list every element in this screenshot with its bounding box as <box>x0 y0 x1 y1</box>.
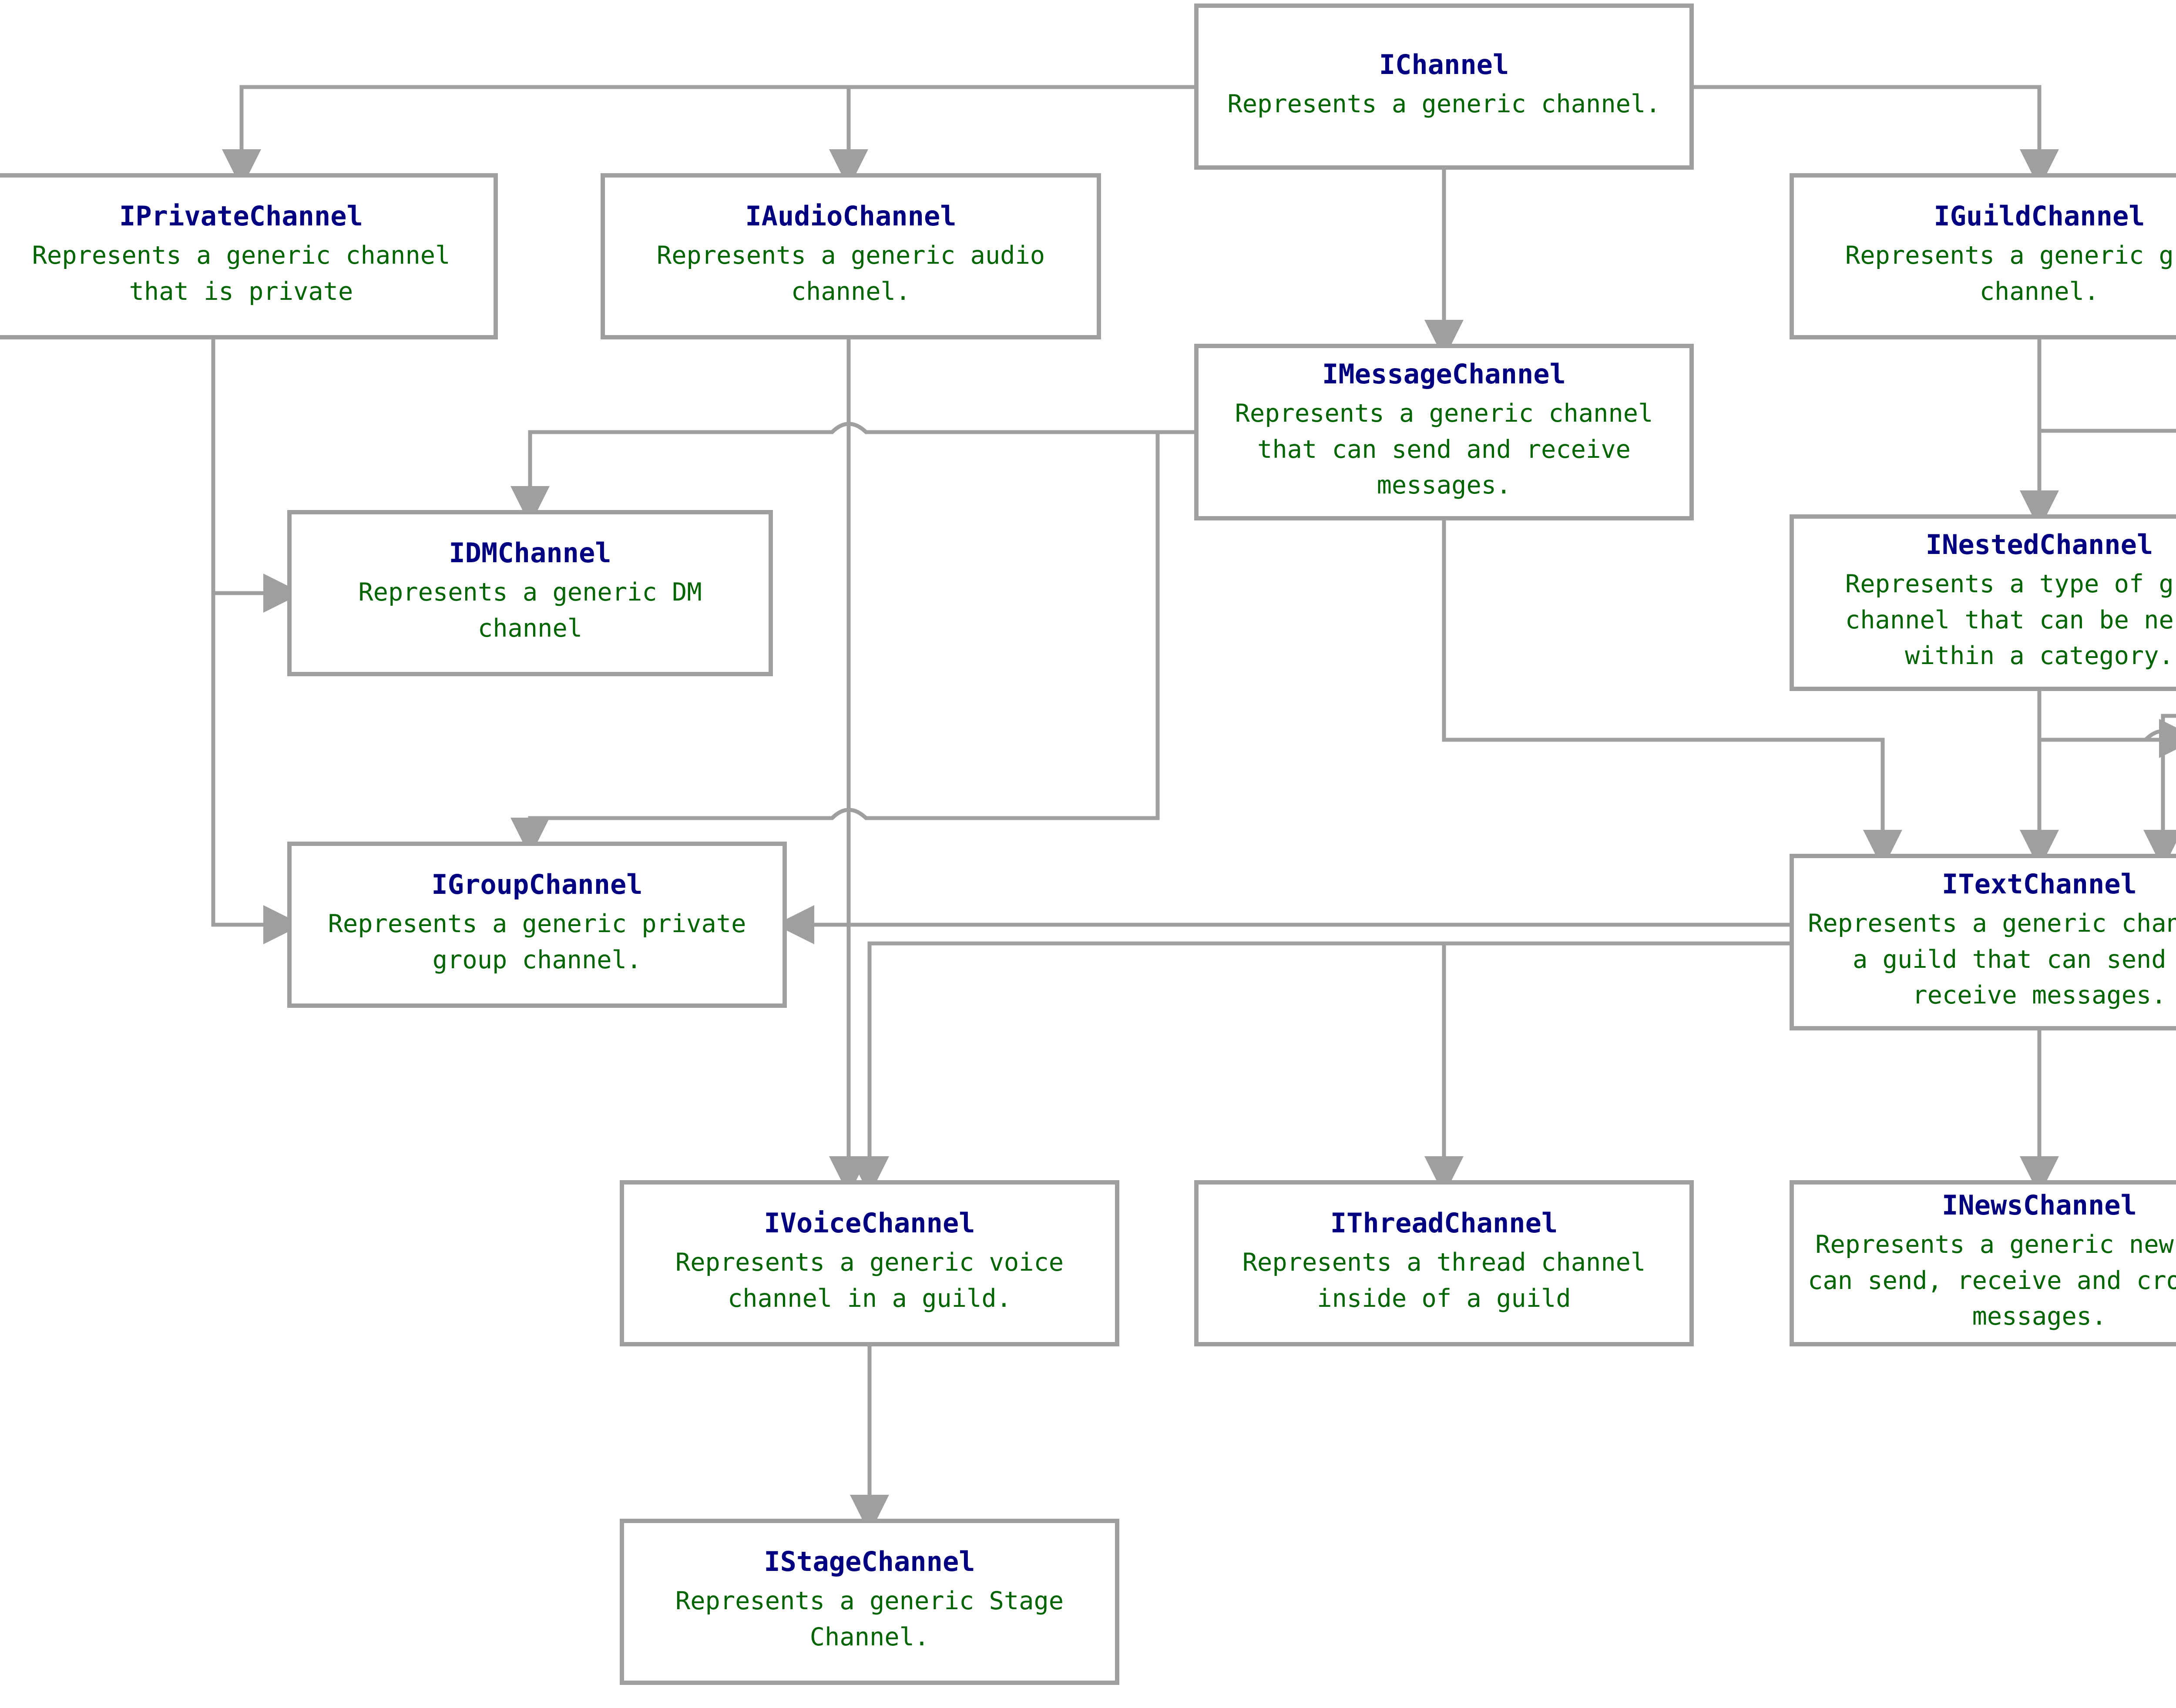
class-node-title: IVoiceChannel <box>764 1207 975 1239</box>
line-jump-icon <box>2144 729 2176 742</box>
edge-ichannel-iguildchannel <box>1694 85 2059 188</box>
edge-iguildchannel-iintegrationchannel <box>2037 339 2176 433</box>
class-node-title: IChannel <box>1379 48 1509 81</box>
class-node-description: Represents a generic Stage Channel. <box>675 1587 1064 1651</box>
edge-inestedchannel-iforumchannel <box>2037 691 2176 742</box>
line-jump-icon <box>830 808 868 820</box>
edge-imessagechannel-idmchannel <box>510 422 1194 525</box>
class-node-title: IGuildChannel <box>1934 200 2145 232</box>
class-node-description: Represents a generic guild channel. <box>1845 241 2176 306</box>
class-node-title: IThreadChannel <box>1330 1207 1558 1239</box>
class-node-title: IDMChannel <box>449 537 611 569</box>
class-node-title: ITextChannel <box>1942 868 2137 900</box>
class-node-title: IPrivateChannel <box>119 200 363 232</box>
class-node-description: Represents a type of guild channel that … <box>1845 570 2176 671</box>
class-node-title: INestedChannel <box>1925 529 2153 561</box>
edge-iprivatechannel-igroupchannel <box>211 339 302 944</box>
edge-itextchannel-ivoicechannel <box>850 941 1790 1195</box>
class-node-description: Represents a generic voice channel in a … <box>675 1248 1064 1313</box>
line-jump-icon <box>830 422 868 434</box>
edge-ichannel-iaudiochannel <box>829 85 1194 188</box>
edge-ichannel-iprivatechannel <box>222 85 1194 188</box>
class-node-description: Represents a generic channel. <box>1227 89 1661 118</box>
class-node-title: IAudioChannel <box>745 200 957 232</box>
class-node-description: Represents a generic channel in a guild … <box>1808 909 2176 1010</box>
edge-itextchannel-ithreadchannel <box>1424 941 1790 1195</box>
class-node-title: IGroupChannel <box>431 869 643 901</box>
edge-iprivatechannel-idmchannel <box>211 339 302 613</box>
class-node-title: IStageChannel <box>764 1546 975 1578</box>
class-node-description: Represents a generic private group chann… <box>328 909 746 974</box>
class-node-title: IMessageChannel <box>1322 358 1566 390</box>
class-node-description: Represents a generic audio channel. <box>656 241 1045 306</box>
class-node-description: Represents a generic channel that is pri… <box>32 241 450 306</box>
class-node-title: INewsChannel <box>1942 1189 2137 1221</box>
class-node-description: Represents a generic channel that can se… <box>1235 399 1653 500</box>
class-node-description: Represents a thread channel inside of a … <box>1242 1248 1646 1313</box>
class-node-description: Represents a generic DM channel <box>358 578 702 643</box>
class-node-description: Represents a generic news that can send,… <box>1808 1230 2176 1331</box>
edge-imessagechannel-itextchannel <box>1442 520 1902 869</box>
